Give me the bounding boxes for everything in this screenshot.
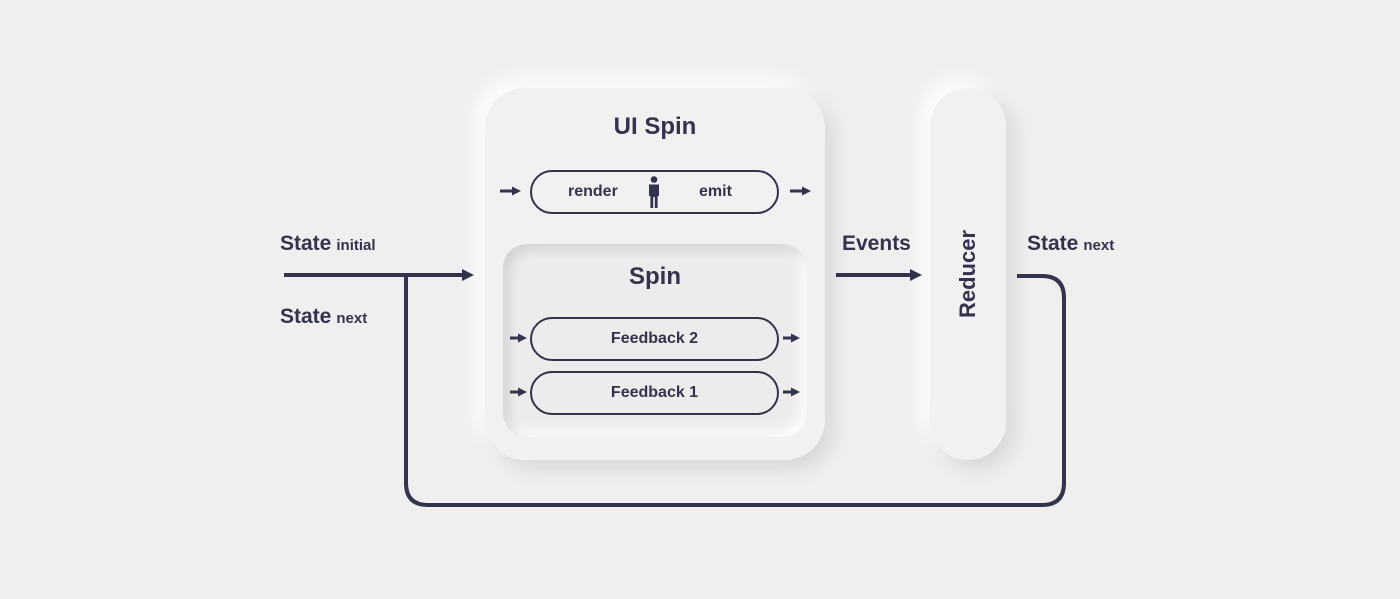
state-next-left-main: State — [280, 305, 332, 328]
feedback-1-label: Feedback 1 — [610, 384, 699, 401]
events-label: Events — [842, 232, 911, 255]
feedback-2-label: Feedback 2 — [610, 330, 699, 347]
state-next-right-main: State — [1027, 232, 1079, 255]
render-emit-pill: render emit — [530, 170, 779, 214]
reducer-label: Reducer — [955, 229, 980, 319]
person-icon — [649, 176, 659, 208]
state-initial-sub: initial — [336, 237, 376, 254]
state-next-right-sub: next — [1083, 237, 1115, 254]
spin-title: Spin — [629, 263, 681, 290]
feedback-2-pill: Feedback 2 — [530, 317, 779, 361]
state-feedback-loop — [404, 274, 1066, 507]
spin-container — [503, 244, 807, 437]
state-initial-main: State — [280, 232, 332, 255]
render-label: render — [568, 183, 618, 200]
reducer-container — [930, 88, 1006, 460]
state-next-left-sub: next — [336, 310, 368, 327]
emit-label: emit — [699, 183, 732, 200]
feedback-1-pill: Feedback 1 — [530, 371, 779, 415]
ui-spin-title: UI Spin — [613, 113, 697, 140]
